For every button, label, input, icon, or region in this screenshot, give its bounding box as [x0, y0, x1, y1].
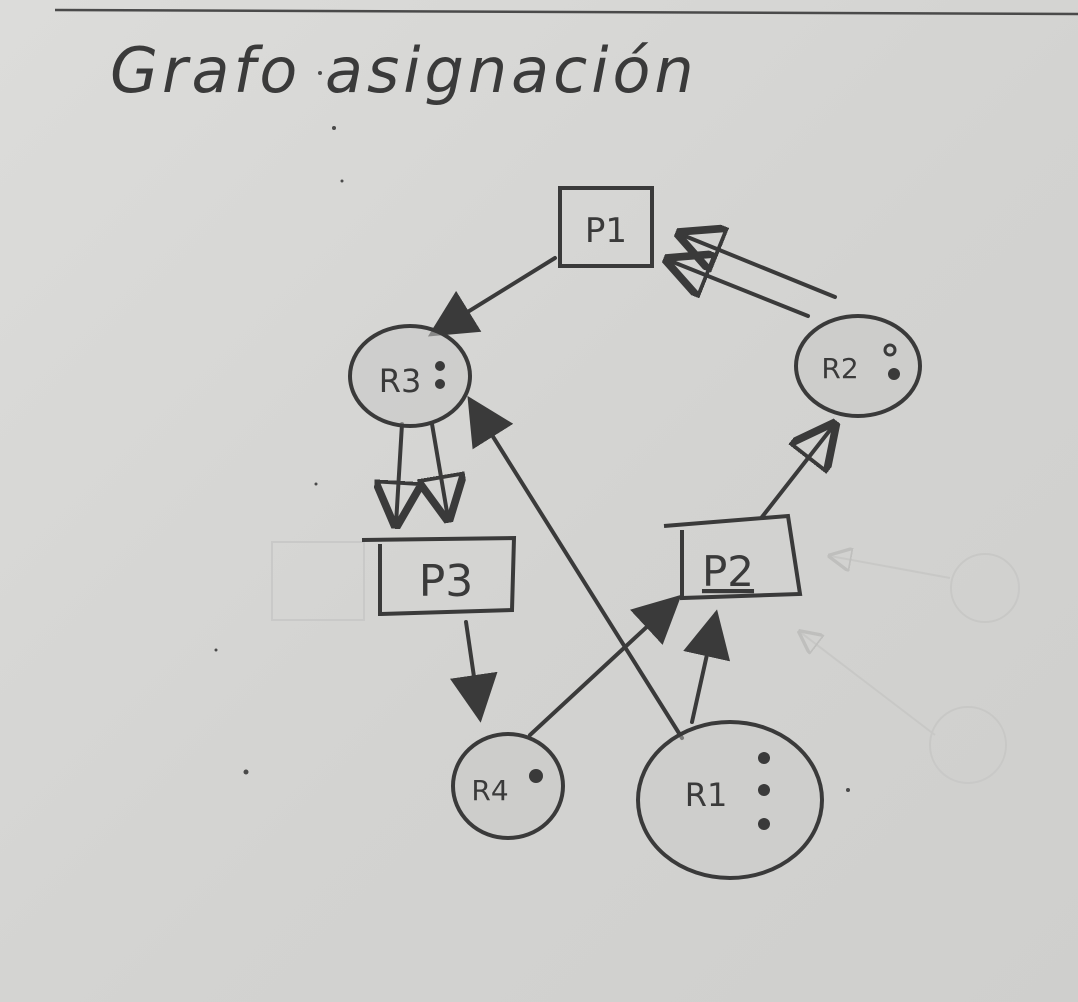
edge-r2-p1-upper [680, 234, 837, 299]
show-through-marks [271, 541, 1020, 784]
edges [396, 234, 837, 740]
process-label: P1 [585, 211, 627, 251]
resource-node-r2: R2 [794, 314, 922, 418]
resource-instance-dot [529, 769, 543, 783]
process-node-p3: P3 [361, 535, 517, 617]
resource-instance-dot [435, 361, 445, 371]
pencil-specks [214, 71, 850, 792]
edge-r1-r3 [467, 395, 684, 740]
edge-p1-r3 [427, 256, 557, 337]
edge-r3-p3-right [432, 422, 448, 518]
process-node-p2: P2 [663, 513, 803, 601]
resource-instance-dot [435, 379, 445, 389]
resource-label: R4 [471, 774, 508, 807]
edge-r1-p2 [683, 609, 731, 724]
resource-node-r3: R3 [348, 324, 472, 428]
edge-r2-p1-lower [668, 260, 810, 318]
edge-p3-r4 [450, 620, 498, 723]
resource-instance-dot [758, 752, 770, 764]
edge-r3-p3-left [396, 422, 402, 524]
ruled-line [54, 8, 1078, 16]
resource-node-r4: R4 [451, 732, 565, 840]
resource-label: R1 [685, 776, 728, 814]
resource-node-r1: R1 [636, 720, 824, 880]
resource-instance-dot [758, 818, 770, 830]
resource-label: R2 [821, 352, 858, 385]
edge-p2-r2 [760, 425, 834, 519]
resource-instance-dot [758, 784, 770, 796]
process-node-p1: P1 [558, 186, 654, 268]
edge-r4-p2 [528, 594, 682, 737]
process-label: P3 [419, 556, 474, 607]
resource-instance-dot [888, 368, 900, 380]
process-label: P2 [702, 547, 754, 596]
resource-instance-dot [883, 343, 897, 357]
diagram-title: Grafo asignación [110, 34, 698, 107]
resource-label: R3 [379, 362, 422, 400]
